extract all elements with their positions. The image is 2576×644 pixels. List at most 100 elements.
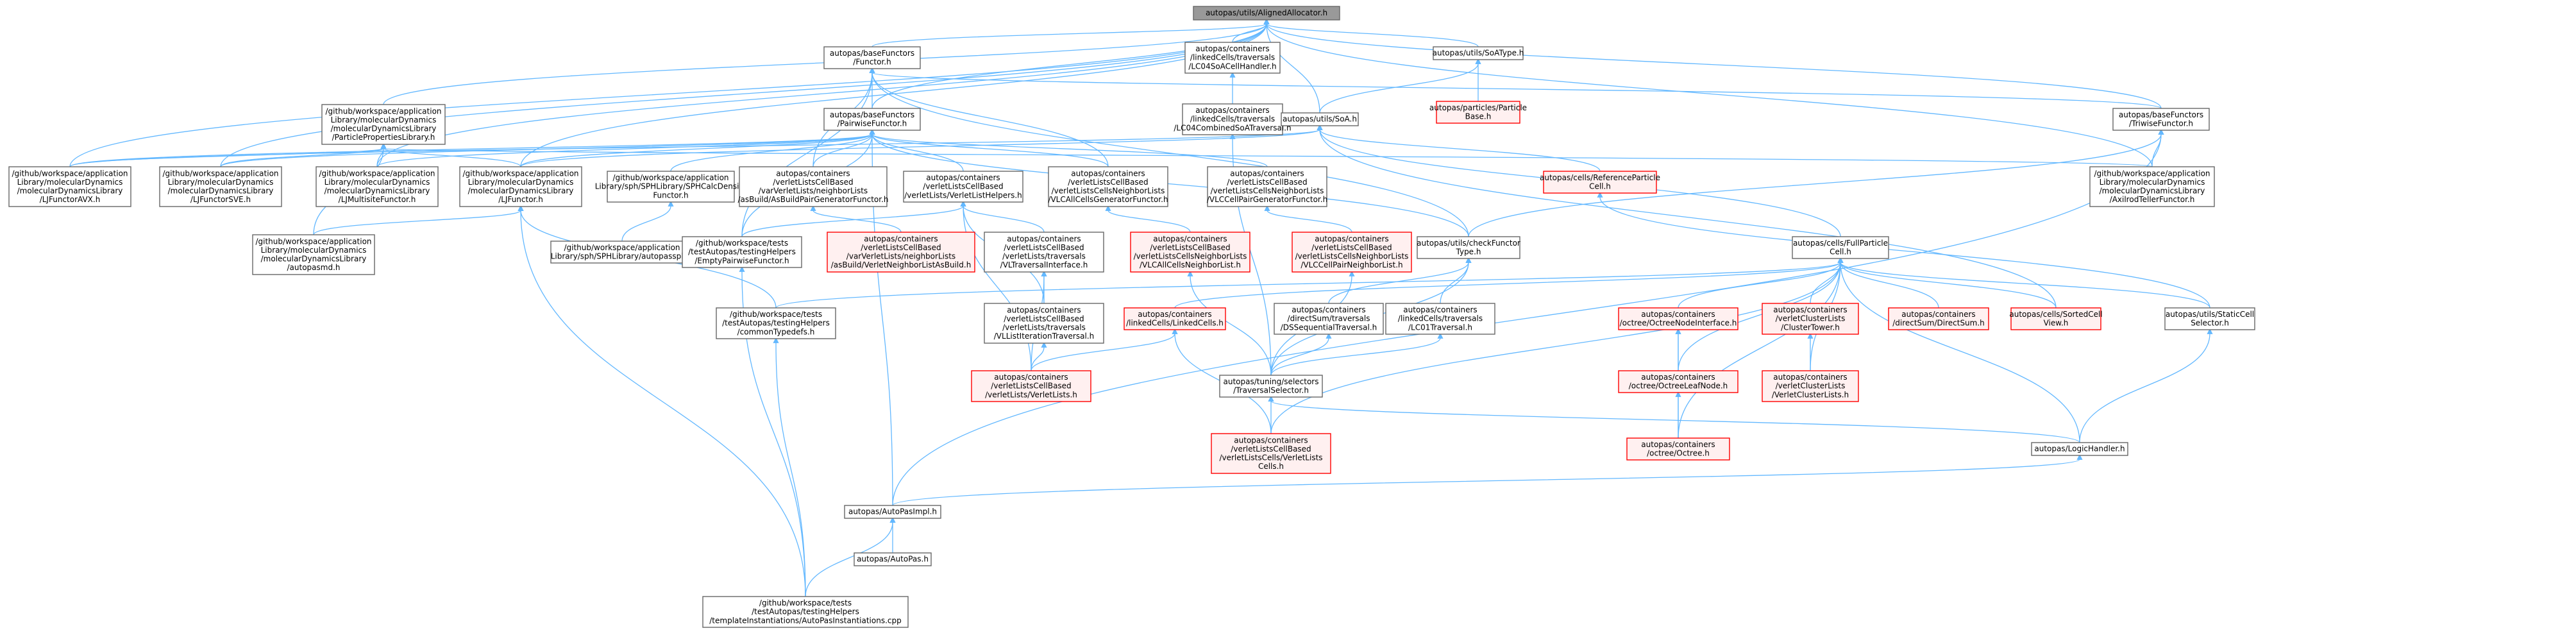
node-root[interactable]: autopas/utils/AlignedAllocator.h <box>1193 6 1340 21</box>
node-autopasinst[interactable]: /github/workspace/tests/testAutopas/test… <box>702 596 909 628</box>
node-label-line: /directSum/traversals <box>1288 314 1370 323</box>
node-vlhelpers[interactable]: autopas/containers/verletListsCellBased/… <box>903 171 1023 203</box>
node-label-line: /LJFunctorAVX.h <box>40 195 101 204</box>
node-ljavx[interactable]: /github/workspace/applicationLibrary/mol… <box>8 166 131 207</box>
node-verletlists[interactable]: autopas/containers/verletListsCellBased/… <box>971 370 1091 402</box>
include-edge <box>69 18 1270 167</box>
node-autopas[interactable]: autopas/AutoPas.h <box>854 552 932 566</box>
node-vlcpairneigh[interactable]: autopas/containers/verletListsCellBased/… <box>1292 232 1412 273</box>
node-label-line: /DSSequentialTraversal.h <box>1281 323 1377 332</box>
node-box <box>823 46 921 69</box>
node-vclists[interactable]: autopas/containers/verletClusterLists/Ve… <box>1762 370 1859 402</box>
node-asbuildgen[interactable]: autopas/containers/verletListsCellBased/… <box>737 166 889 207</box>
node-soatype[interactable]: autopas/utils/SoAType.h <box>1433 46 1524 60</box>
node-box <box>1792 236 1889 259</box>
node-logichandler[interactable]: autopas/LogicHandler.h <box>2031 442 2128 456</box>
node-vlneighlistasbuild[interactable]: autopas/containers/verletListsCellBased/… <box>827 232 975 273</box>
node-label-line: /autopasmd.h <box>287 263 341 272</box>
node-directsum[interactable]: autopas/containers/directSum/DirectSum.h <box>1888 307 1989 330</box>
node-axilrod[interactable]: /github/workspace/applicationLibrary/mol… <box>2089 166 2215 207</box>
node-vlcallgen[interactable]: autopas/containers/verletListsCellBased/… <box>1048 166 1168 207</box>
node-box <box>1385 303 1495 335</box>
node-autopassph[interactable]: /github/workspace/applicationLibrary/sph… <box>550 241 694 264</box>
node-lc01[interactable]: autopas/containers/linkedCells/traversal… <box>1385 303 1495 335</box>
node-label-line: Library/molecularDynamics <box>324 178 430 187</box>
include-edge <box>892 128 2164 506</box>
node-label-line: autopas/containers <box>1007 234 1081 243</box>
include-edge <box>1174 257 1844 309</box>
node-label-line: /testAutopas/testingHelpers <box>752 607 859 616</box>
include-edge <box>869 128 964 172</box>
node-label-line: Type.h <box>1456 248 1481 257</box>
node-travselector[interactable]: autopas/tuning/selectors/TraversalSelect… <box>1219 375 1323 398</box>
node-box <box>682 236 802 268</box>
node-label-line: /Functor.h <box>853 58 891 67</box>
node-label-line: /github/workspace/application <box>255 237 371 246</box>
node-sphdensity[interactable]: /github/workspace/applicationLibrary/sph… <box>595 171 747 203</box>
node-label-line: Library/molecularDynamics <box>168 178 274 187</box>
node-label-line: /verletListsCellsNeighborLists <box>1295 252 1409 261</box>
node-label-line: /VLCCellPairGeneratorFunctor.h <box>1207 195 1327 204</box>
node-label-line: /testAutopas/testingHelpers <box>688 248 796 257</box>
node-vlcells[interactable]: autopas/containers/verletListsCellBased/… <box>1211 433 1331 474</box>
node-label-line: /github/workspace/application <box>612 173 728 182</box>
node-label-line: /verletListsCellBased <box>1068 178 1148 187</box>
node-clustertower[interactable]: autopas/containers/verletClusterLists/Cl… <box>1762 303 1859 335</box>
node-octnodeif[interactable]: autopas/containers/octree/OctreeNodeInte… <box>1618 307 1738 330</box>
node-box <box>1281 112 1359 126</box>
node-box <box>1762 370 1859 402</box>
node-soa[interactable]: autopas/utils/SoA.h <box>1281 112 1359 126</box>
node-pairwise[interactable]: autopas/baseFunctors/PairwiseFunctor.h <box>823 108 921 131</box>
include-edge <box>741 67 875 237</box>
node-box <box>316 166 439 207</box>
include-edge <box>220 142 387 167</box>
node-lc04comb[interactable]: autopas/containers/linkedCells/traversal… <box>1174 103 1292 135</box>
node-triwise[interactable]: autopas/baseFunctors/TriwiseFunctor.h <box>2112 108 2210 131</box>
node-label-line: /LJMultisiteFunctor.h <box>339 195 416 204</box>
node-vllistiter[interactable]: autopas/containers/verletListsCellBased/… <box>984 303 1104 344</box>
node-commontypedefs[interactable]: /github/workspace/tests/testAutopas/test… <box>716 307 836 339</box>
node-autopasmd[interactable]: /github/workspace/applicationLibrary/mol… <box>252 234 375 275</box>
node-octree[interactable]: autopas/containers/octree/Octree.h <box>1626 437 1730 461</box>
node-box <box>159 166 282 207</box>
include-edge <box>1319 58 1481 114</box>
node-label-line: /verletListsCellBased <box>923 182 1003 191</box>
node-octleaf[interactable]: autopas/containers/octree/OctreeLeafNode… <box>1618 370 1738 393</box>
node-ljfunctor[interactable]: /github/workspace/applicationLibrary/mol… <box>459 166 582 207</box>
node-label-line: Library/sph/SPHLibrary/SPHCalcDensity <box>595 182 747 191</box>
node-lc04soa[interactable]: autopas/containers/linkedCells/traversal… <box>1184 42 1281 74</box>
node-box <box>321 104 446 145</box>
node-label-line: /verletListsCellBased <box>1227 178 1307 187</box>
node-label-line: autopas/containers <box>1153 234 1227 243</box>
node-vlcpairgen[interactable]: autopas/containers/verletListsCellBased/… <box>1207 166 1327 207</box>
node-vlcallneigh[interactable]: autopas/containers/verletListsCellBased/… <box>1130 232 1250 273</box>
node-basefunctor[interactable]: autopas/baseFunctors/Functor.h <box>823 46 921 69</box>
node-label-line: autopas/AutoPasImpl.h <box>848 507 937 516</box>
node-autopasimpl[interactable]: autopas/AutoPasImpl.h <box>844 505 941 519</box>
node-vltraversalif[interactable]: autopas/containers/verletListsCellBased/… <box>984 232 1104 273</box>
node-label-line: /molecularDynamicsLibrary <box>17 187 123 196</box>
node-box <box>1888 307 1989 330</box>
node-label-line: /linkedCells/LinkedCells.h <box>1126 319 1224 328</box>
node-ppl[interactable]: /github/workspace/applicationLibrary/mol… <box>321 104 446 145</box>
node-emptypair[interactable]: /github/workspace/tests/testAutopas/test… <box>682 236 802 268</box>
node-ljsve[interactable]: /github/workspace/applicationLibrary/mol… <box>159 166 282 207</box>
include-edge <box>670 128 875 172</box>
node-ljmulti[interactable]: /github/workspace/applicationLibrary/mol… <box>316 166 439 207</box>
node-linkedcells[interactable]: autopas/containers/linkedCells/LinkedCel… <box>1124 307 1226 330</box>
include-edge <box>1678 257 1844 309</box>
node-box <box>823 108 921 131</box>
node-box <box>1433 46 1524 60</box>
node-label-line: /verletListsCellBased <box>773 178 853 187</box>
node-label-line: Library/molecularDynamics <box>261 246 367 255</box>
node-dsseq[interactable]: autopas/containers/directSum/traversals/… <box>1274 303 1384 335</box>
node-label-line: /github/workspace/tests <box>696 239 788 248</box>
node-label-line: /octree/OctreeLeafNode.h <box>1629 382 1728 391</box>
node-label-line: autopas/utils/SoAType.h <box>1433 49 1524 58</box>
